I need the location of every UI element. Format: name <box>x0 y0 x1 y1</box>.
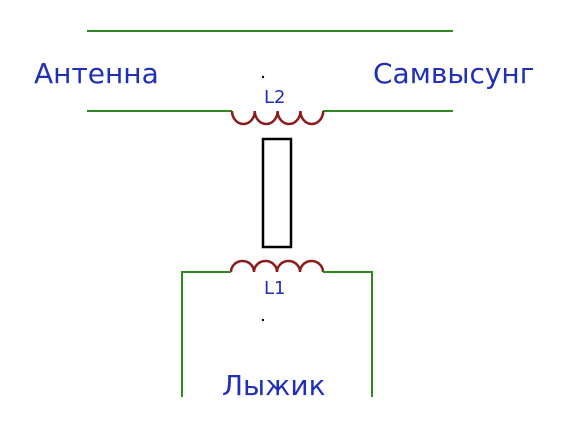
coil-l1 <box>229 259 325 273</box>
coil-l1-dot <box>261 318 265 322</box>
label-l2: L2 <box>264 87 286 108</box>
coil-l2 <box>230 110 325 126</box>
label-samsung: Самвысунг <box>373 57 535 90</box>
ferrite-core <box>261 137 293 249</box>
label-ski: Лыжик <box>222 369 326 402</box>
label-l1: L1 <box>264 278 286 299</box>
coil-l2-dot <box>261 75 265 79</box>
label-antenna: Антенна <box>34 57 159 90</box>
